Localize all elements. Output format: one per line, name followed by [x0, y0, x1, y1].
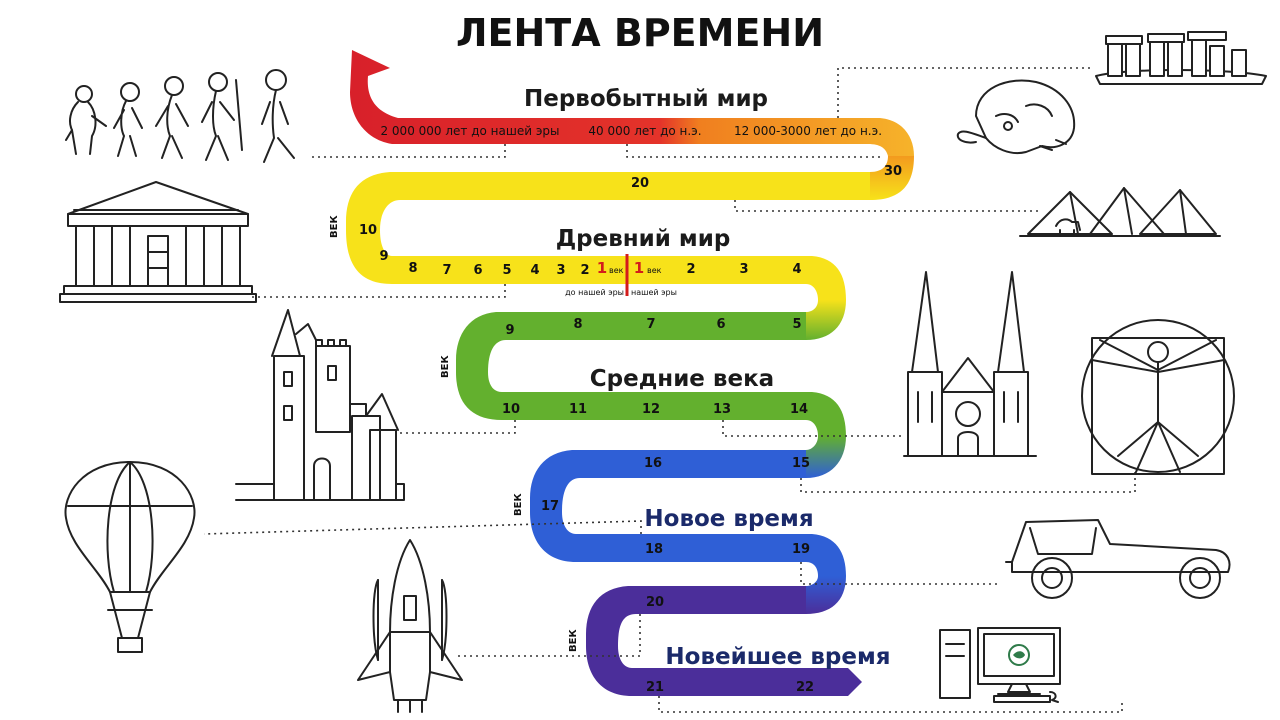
century-7: 7 — [646, 317, 655, 332]
century-6-bc: 6 — [473, 263, 482, 278]
band-turn-4 — [456, 372, 502, 420]
century-18: 18 — [645, 542, 663, 557]
band-turn-1 — [870, 156, 914, 200]
century-8: 8 — [573, 317, 582, 332]
century-5-bc: 5 — [502, 263, 511, 278]
century-10-bc: 10 — [359, 223, 377, 238]
vek-label-2: ВЕК — [440, 355, 451, 378]
century-14: 14 — [790, 402, 808, 417]
century-21: 21 — [646, 680, 664, 695]
band-green-2 — [502, 392, 846, 436]
vek-label-3: ВЕК — [513, 493, 524, 516]
century-20: 20 — [646, 595, 664, 610]
connector-mammoth — [626, 144, 880, 158]
band-turn-3 — [806, 300, 846, 340]
band-violet-2 — [632, 668, 862, 696]
band-green-1 — [456, 312, 806, 372]
connector-computer — [658, 696, 1123, 713]
century-1-ad: 1 — [634, 259, 644, 277]
century-2-ad: 2 — [686, 262, 695, 277]
band-blue-1 — [530, 450, 806, 512]
greek-temple-icon — [59, 181, 257, 303]
vintage-car-icon — [1005, 519, 1231, 599]
century-17: 17 — [541, 499, 559, 514]
century-8-bc: 8 — [408, 261, 417, 276]
band-yellow-2 — [392, 256, 846, 300]
century-7-bc: 7 — [442, 263, 451, 278]
century-2-bc: 2 — [580, 263, 589, 278]
vek-label-1: ВЕК — [329, 215, 340, 238]
century-11: 11 — [569, 402, 587, 417]
vek-label-4: ВЕК — [568, 629, 579, 652]
ad-caption: нашей эры — [631, 288, 677, 297]
connector-pyramids — [734, 200, 1040, 212]
period-12k-3k-bc: 12 000-3000 лет до н.э. — [734, 124, 882, 138]
century-9: 9 — [505, 323, 514, 338]
band-primitive — [350, 50, 914, 156]
century-12: 12 — [642, 402, 660, 417]
band-turn-6 — [530, 512, 576, 562]
vitruvian-man-icon — [1081, 319, 1235, 475]
connector-vitruvian — [800, 470, 1136, 493]
computer-icon — [939, 627, 1061, 703]
century-4-bc: 4 — [530, 263, 539, 278]
century-9-bc: 9 — [379, 249, 388, 264]
century-5: 5 — [792, 317, 801, 332]
connector-car — [800, 562, 1000, 585]
period-40k-bc: 40 000 лет до н.э. — [588, 124, 701, 138]
vek-small-bc: век — [609, 266, 624, 275]
era-newest-label: Новейшее время — [665, 644, 890, 670]
century-19: 19 — [792, 542, 810, 557]
century-22: 22 — [796, 680, 814, 695]
band-violet-1 — [586, 586, 806, 646]
connector-evolution — [312, 144, 506, 158]
band-turn-2 — [346, 230, 392, 284]
era-ancient-label: Древний мир — [556, 226, 731, 252]
vek-small-ad: век — [647, 266, 662, 275]
hot-air-balloon-icon — [64, 461, 196, 653]
century-4-ad: 4 — [792, 262, 801, 277]
century-16: 16 — [644, 456, 662, 471]
century-3-ad: 3 — [739, 262, 748, 277]
century-1-bc: 1 — [597, 259, 607, 277]
label-20-top: 20 — [631, 176, 649, 191]
bc-century-numbers: 10 9 8 7 6 5 4 3 2 — [359, 223, 590, 278]
century-6: 6 — [716, 317, 725, 332]
century-10: 10 — [502, 402, 520, 417]
era-modern-label: Новое время — [644, 506, 813, 532]
connector-lines — [203, 67, 1136, 713]
era-primitive-label: Первобытный мир — [524, 86, 768, 112]
band-turn-7 — [806, 576, 846, 614]
page-title: ЛЕНТА ВРЕМЕНИ — [456, 11, 824, 55]
band-turn-8 — [586, 646, 632, 696]
evolution-icon — [65, 69, 295, 163]
connector-castle — [400, 420, 516, 434]
mammoth-icon — [956, 79, 1076, 154]
cathedral-icon — [903, 271, 1037, 457]
connector-stonehenge — [837, 67, 1092, 118]
band-yellow-1 — [346, 172, 870, 230]
band-blue-2 — [576, 534, 846, 576]
era-middle-ages-label: Средние века — [590, 366, 774, 392]
castle-icon — [235, 309, 405, 501]
connector-temple — [252, 284, 506, 298]
connector-shuttle — [456, 614, 641, 657]
label-30: 30 — [884, 164, 902, 179]
century-13: 13 — [713, 402, 731, 417]
pyramids-icon — [1019, 187, 1221, 237]
connector-balloon — [203, 520, 642, 535]
period-2m-bc: 2 000 000 лет до нашей эры — [380, 124, 559, 138]
connector-cathedral — [722, 420, 902, 437]
stonehenge-icon — [1095, 31, 1267, 85]
bc-caption: до нашей эры — [565, 288, 624, 297]
century-3-bc: 3 — [556, 263, 565, 278]
century-15: 15 — [792, 456, 810, 471]
band-turn-5 — [806, 436, 846, 478]
space-shuttle-icon — [357, 539, 463, 713]
timeline-band — [346, 50, 914, 696]
